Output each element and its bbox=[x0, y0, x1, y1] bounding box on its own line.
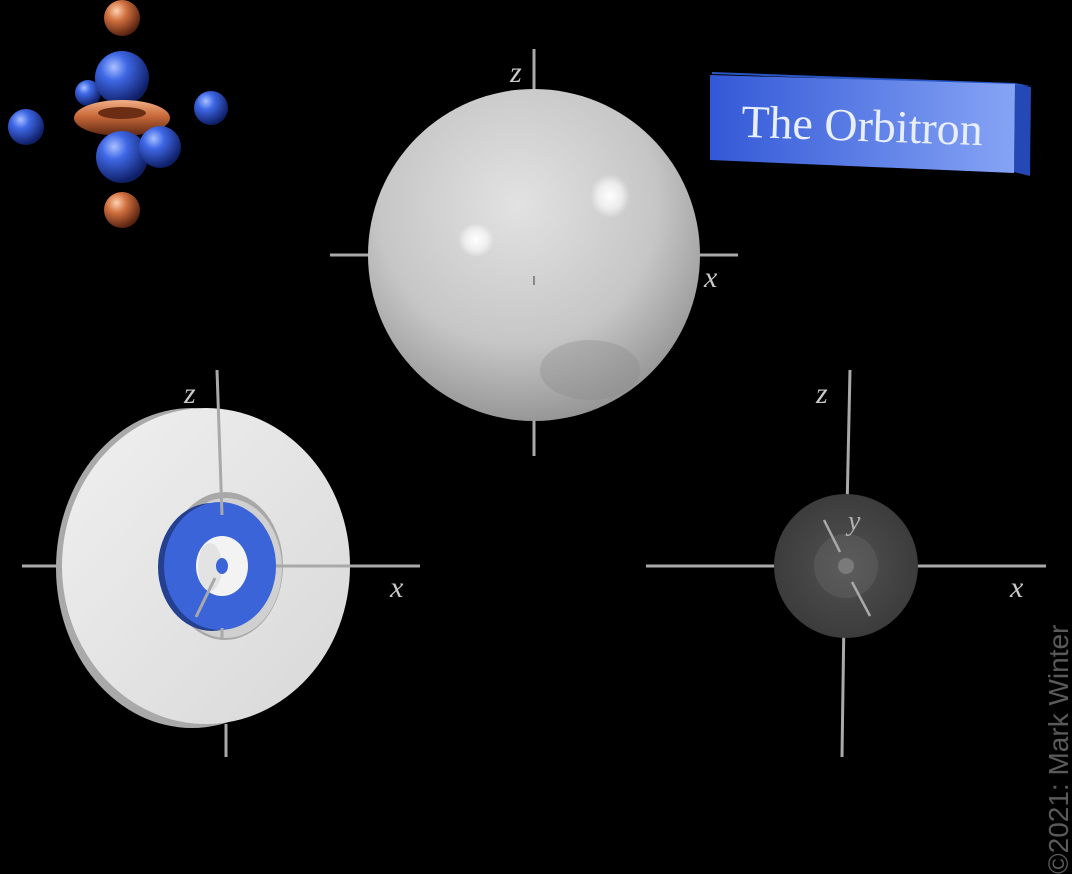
logo-lobe-upper bbox=[95, 51, 149, 105]
logo-lobe-lower bbox=[96, 131, 148, 183]
title-banner: The Orbitron bbox=[710, 72, 1031, 176]
z-axis-label: z bbox=[815, 377, 828, 410]
d-orbital-logo-icon[interactable] bbox=[8, 0, 228, 228]
z-axis-top bbox=[215, 369, 224, 516]
x-axis-label: x bbox=[703, 261, 718, 294]
y-axis-lower bbox=[850, 581, 872, 617]
copyright-text: ©2021: Mark Winter bbox=[1043, 625, 1072, 874]
z-axis-top bbox=[845, 369, 852, 511]
logo-torus-hole bbox=[98, 107, 146, 119]
title-text: The Orbitron bbox=[741, 96, 984, 155]
sphere-highlight-left bbox=[458, 223, 494, 257]
y-axis-stub bbox=[194, 577, 217, 618]
inner-blue-dot bbox=[216, 558, 228, 574]
title-box-face bbox=[710, 75, 1015, 173]
logo-lobe-right bbox=[194, 91, 228, 125]
density-nucleus bbox=[838, 558, 854, 574]
logo-lobe-small-left bbox=[75, 80, 101, 106]
sphere-shadow bbox=[540, 340, 640, 400]
boundary-surface-panel: z x bbox=[330, 49, 738, 456]
y-axis-upper bbox=[822, 519, 842, 553]
logo-lobe-left bbox=[8, 109, 44, 145]
x-axis-label: x bbox=[389, 571, 404, 604]
logo-lobe-top bbox=[104, 0, 140, 36]
sphere-highlight-right bbox=[590, 174, 630, 218]
logo-lobe-front bbox=[139, 126, 181, 168]
title-box-side bbox=[1014, 84, 1031, 176]
x-axis-label: x bbox=[1009, 571, 1024, 604]
z-axis-bottom bbox=[840, 615, 846, 758]
density-panel: z y x bbox=[646, 369, 1046, 758]
sphere-surface bbox=[368, 89, 700, 421]
y-axis-label: y bbox=[845, 506, 861, 537]
cutaway-panel: z x bbox=[22, 369, 420, 757]
z-axis-label: z bbox=[183, 377, 196, 410]
logo-lobe-bottom bbox=[104, 192, 140, 228]
z-axis-label: z bbox=[509, 56, 522, 89]
